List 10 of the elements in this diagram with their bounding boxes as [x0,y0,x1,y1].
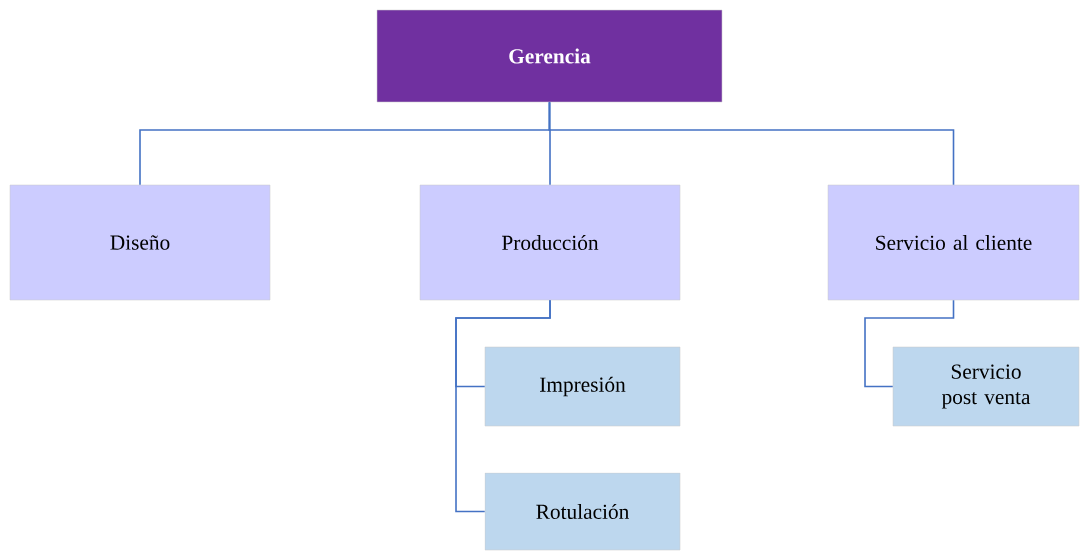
section-box: Servicio post venta [892,346,1080,427]
connector-line [548,101,955,186]
section-box: Rotulación [484,472,681,551]
connector-line [455,299,551,513]
department-box: Producción [419,184,681,301]
management-box: Gerencia [376,9,723,103]
connector-line [864,299,955,388]
section-box: Impresión [484,346,681,427]
department-box: Diseño [9,184,271,301]
department-box: Servicio al cliente [827,184,1080,301]
